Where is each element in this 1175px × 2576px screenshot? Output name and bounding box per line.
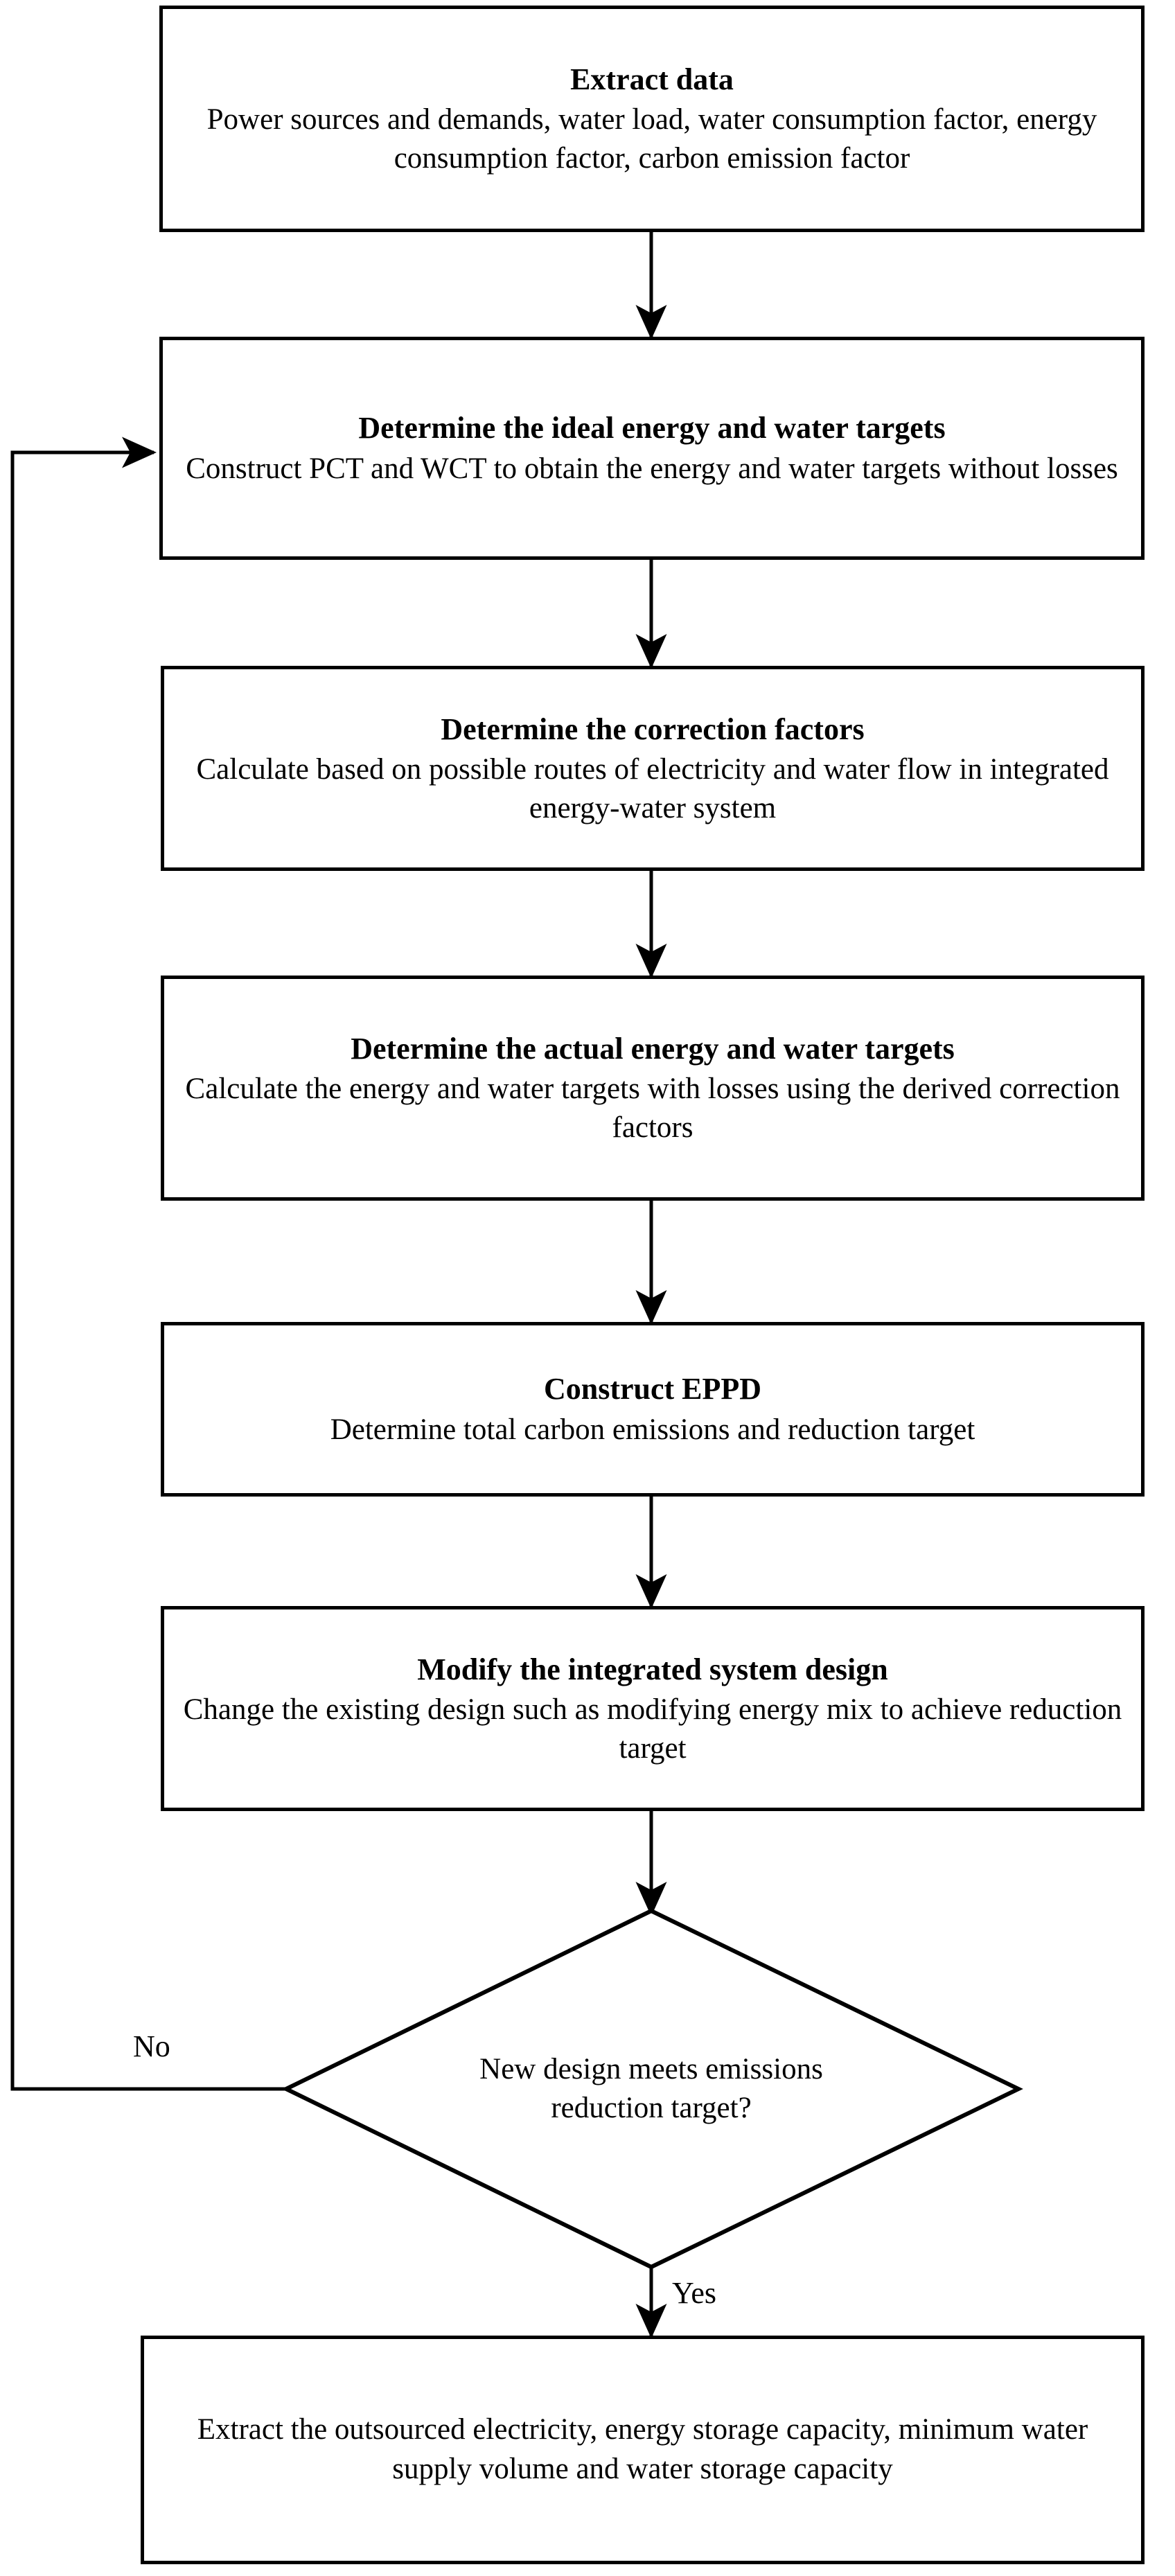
node-construct-eppd[interactable]: Construct EPPD Determine total carbon em…: [161, 1322, 1145, 1497]
node-extract-data-description: Power sources and demands, water load, w…: [206, 103, 1097, 175]
node-ideal-targets-title: Determine the ideal energy and water tar…: [358, 411, 946, 445]
node-extract-outputs[interactable]: Extract the outsourced electricity, ener…: [141, 2336, 1145, 2564]
node-actual-targets[interactable]: Determine the actual energy and water ta…: [161, 976, 1145, 1201]
node-correction-factors-description: Calculate based on possible routes of el…: [196, 752, 1109, 824]
node-correction-factors[interactable]: Determine the correction factors Calcula…: [161, 666, 1145, 871]
node-actual-targets-title: Determine the actual energy and water ta…: [351, 1032, 955, 1066]
node-ideal-targets[interactable]: Determine the ideal energy and water tar…: [159, 337, 1145, 560]
node-construct-eppd-description: Determine total carbon emissions and red…: [330, 1413, 975, 1446]
node-modify-design-title: Modify the integrated system design: [417, 1652, 888, 1686]
node-extract-data[interactable]: Extract data Power sources and demands, …: [159, 6, 1145, 232]
node-construct-eppd-title: Construct EPPD: [543, 1372, 762, 1406]
node-modify-design-description: Change the existing design such as modif…: [183, 1693, 1122, 1765]
node-correction-factors-title: Determine the correction factors: [441, 712, 865, 746]
node-decision[interactable]: New design meets emissions reduction tar…: [430, 2009, 873, 2169]
branch-label-yes: Yes: [672, 2276, 717, 2310]
node-actual-targets-description: Calculate the energy and water targets w…: [185, 1073, 1120, 1145]
node-ideal-targets-description: Construct PCT and WCT to obtain the ener…: [186, 452, 1118, 485]
node-decision-label: New design meets emissions reduction tar…: [479, 2053, 823, 2124]
node-extract-data-title: Extract data: [570, 62, 734, 97]
branch-label-no: No: [133, 2029, 170, 2063]
node-extract-outputs-description: Extract the outsourced electricity, ener…: [197, 2413, 1088, 2485]
node-modify-design[interactable]: Modify the integrated system design Chan…: [161, 1606, 1145, 1811]
